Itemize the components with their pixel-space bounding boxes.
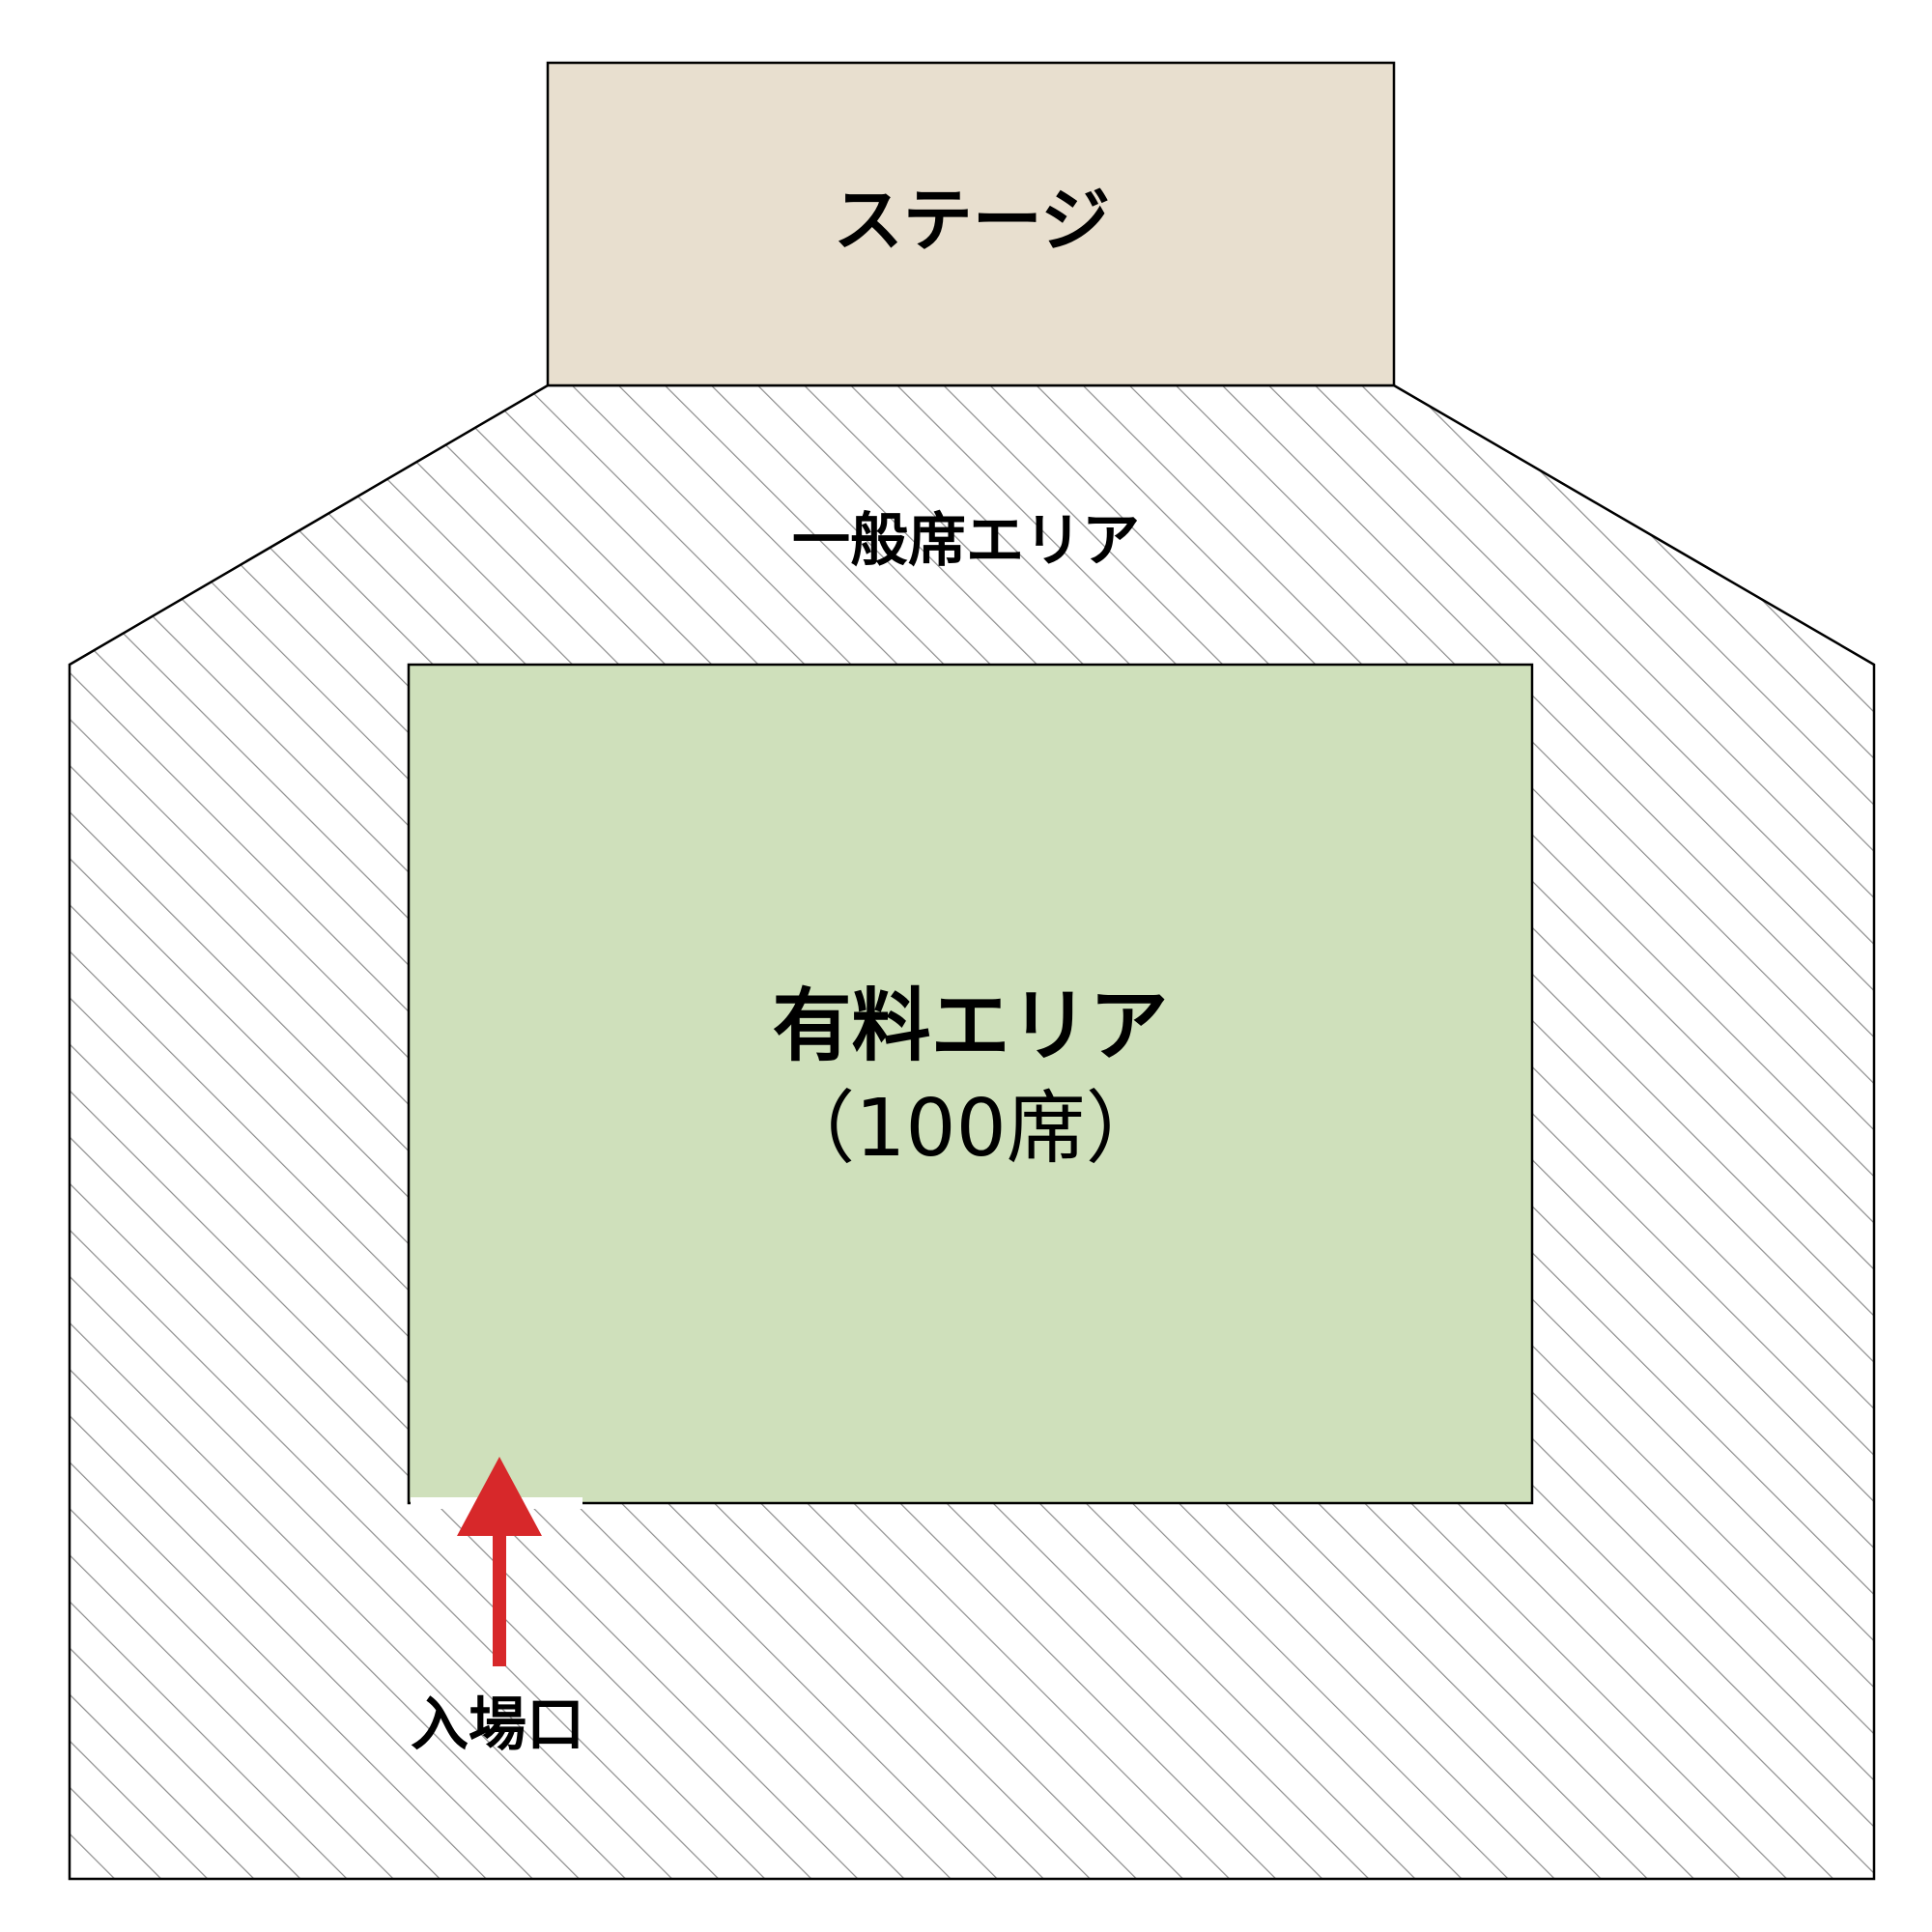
entrance-label: 入場口 (411, 1691, 584, 1759)
paid-area-label: 有料エリア (772, 980, 1169, 1072)
stage-label: ステージ (833, 180, 1111, 261)
entrance-arrow (457, 1457, 542, 1666)
paid-area (407, 663, 1534, 1505)
general-seating-label: 一般席エリア (792, 507, 1140, 575)
paid-area-capacity: （100席） (776, 1083, 1165, 1175)
stage-area (546, 61, 1396, 387)
